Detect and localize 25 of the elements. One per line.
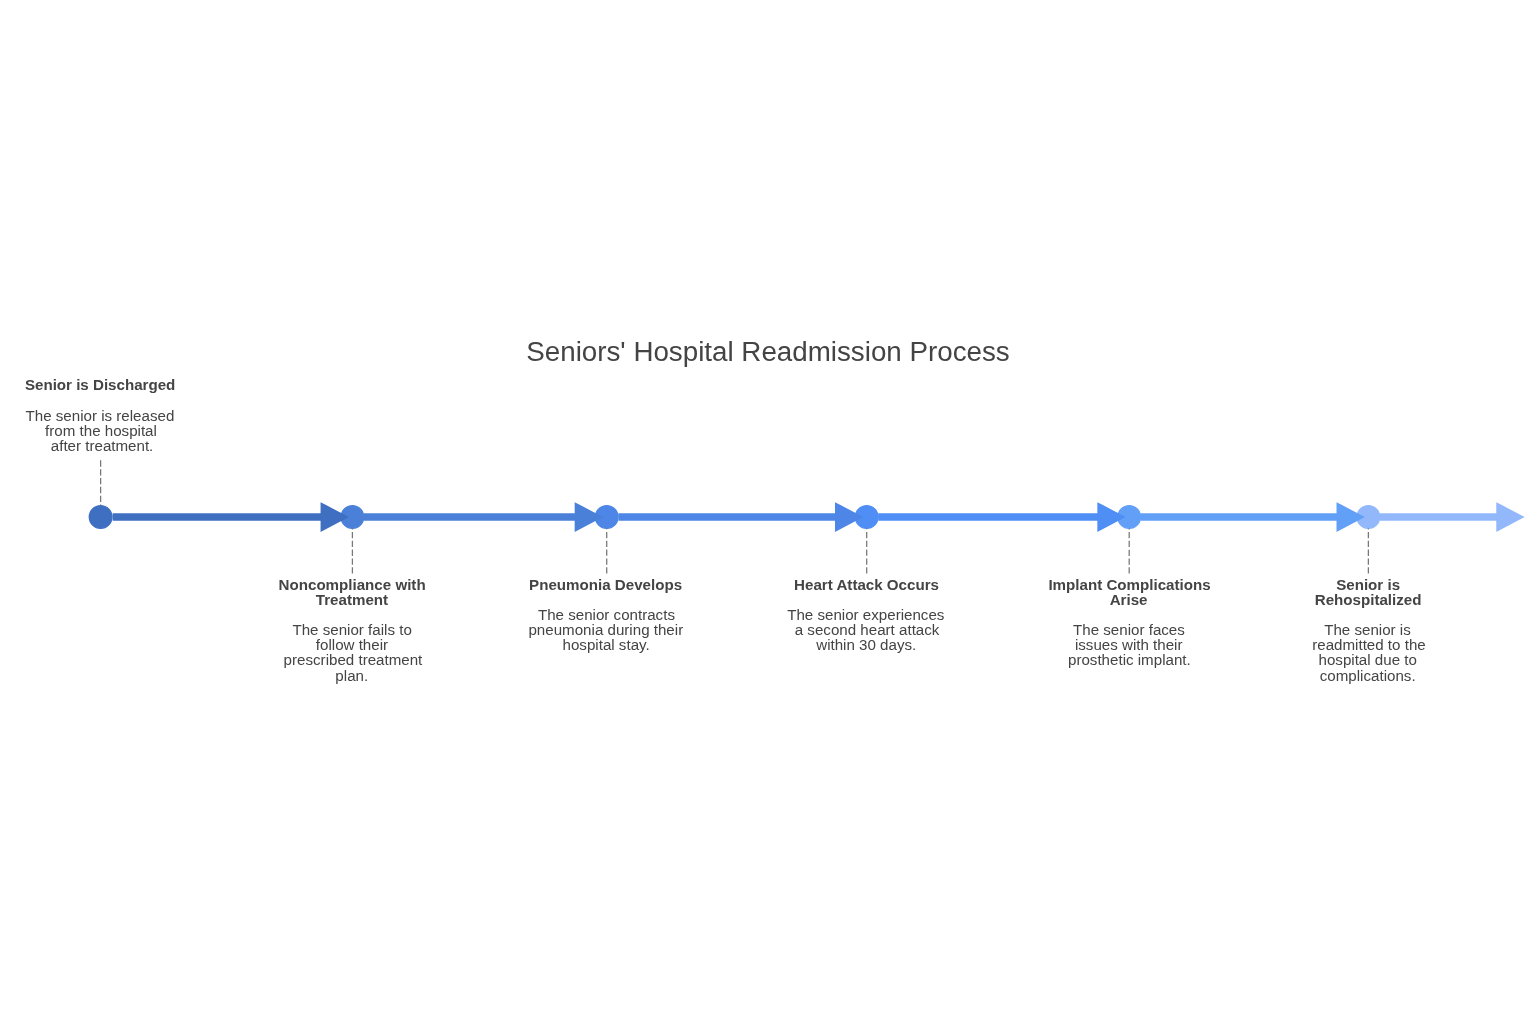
node-circle bbox=[594, 505, 619, 530]
node-text: Noncompliance with Treatment The senior fails to follow their prescribed treatment plan. bbox=[278, 575, 426, 684]
connector bbox=[100, 459, 102, 506]
node-circle bbox=[1356, 505, 1381, 530]
arrow bbox=[618, 502, 864, 532]
arrow bbox=[363, 502, 603, 532]
node-text: Senior is Rehospitalized The senior is readmitted to the hospital due to complications. bbox=[1312, 575, 1426, 684]
connector bbox=[606, 527, 608, 575]
node-circle bbox=[854, 505, 879, 530]
arrow bbox=[1140, 502, 1365, 532]
node-text: Pneumonia Develops The senior contracts pneumonia during their hospital stay. bbox=[528, 575, 684, 654]
node-text: Heart Attack Occurs The senior experiences a second heart attack within 30 days. bbox=[787, 575, 945, 654]
connector bbox=[351, 527, 354, 575]
node-circle bbox=[1117, 505, 1142, 530]
arrow bbox=[878, 502, 1126, 532]
node-text: Implant Complications Arise The senior faces issues with their prosthetic implant. bbox=[1048, 575, 1211, 669]
diagram-title: Seniors' Hospital Readmission Process bbox=[526, 336, 1010, 368]
node-circle bbox=[340, 505, 365, 530]
node-text: Senior is Discharged The senior is released from the hospital after treatment. bbox=[24, 376, 176, 454]
node-circle bbox=[88, 505, 113, 530]
arrow bbox=[112, 502, 349, 532]
arrow bbox=[1379, 502, 1525, 532]
connector bbox=[1128, 527, 1130, 575]
connector bbox=[1367, 527, 1369, 575]
connector bbox=[866, 527, 868, 575]
